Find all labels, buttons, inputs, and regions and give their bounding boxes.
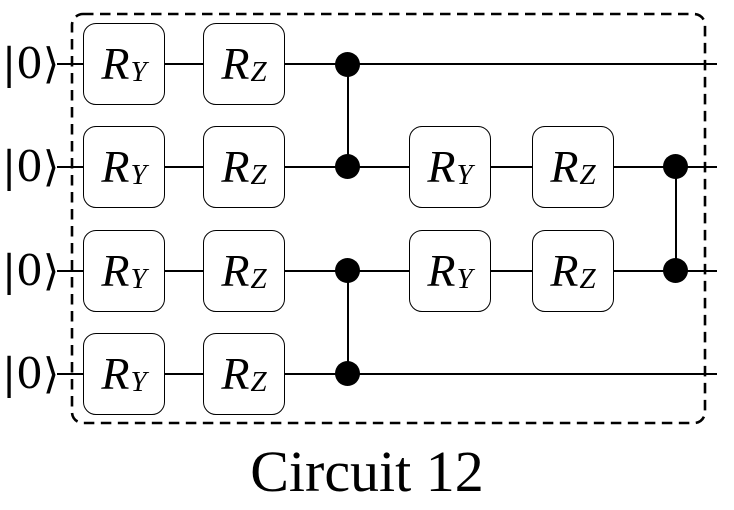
gate-label-subscript: Y — [456, 158, 473, 191]
gate-label-subscript: Y — [456, 262, 473, 295]
gate-label-subscript: Y — [130, 55, 147, 88]
gate-label: R — [221, 348, 250, 399]
gate-label-subscript: Z — [579, 262, 596, 295]
cz-control-dot-2-q1 — [663, 154, 688, 179]
qubit-wire-2 — [57, 270, 717, 272]
gate-label: R — [101, 245, 130, 296]
qubit-ket-label-1: |0⟩ — [2, 142, 60, 191]
cz-control-dot-q0 — [335, 52, 360, 77]
gate-label: R — [101, 141, 130, 192]
gate-label-subscript: Z — [250, 55, 267, 88]
gate-label: R — [550, 245, 579, 296]
qubit-ket-label-0: |0⟩ — [2, 39, 60, 88]
qubit-ket-label-2: |0⟩ — [2, 246, 60, 295]
qubit-ket-label-3: |0⟩ — [2, 349, 60, 398]
cz-control-dot-q1 — [335, 154, 360, 179]
gate-label-subscript: Z — [250, 158, 267, 191]
gate-label: R — [221, 245, 250, 296]
gate-label: R — [550, 141, 579, 192]
gate-label: R — [221, 141, 250, 192]
gate-label-subscript: Z — [250, 262, 267, 295]
qubit-wire-1 — [57, 166, 717, 168]
gate-label: R — [427, 141, 456, 192]
gate-label-subscript: Y — [130, 262, 147, 295]
cz-connector-q2-q3 — [347, 271, 349, 374]
cz-connector-q1-q2 — [675, 167, 677, 271]
cz-control-dot-2-q2 — [663, 258, 688, 283]
circuit-caption: Circuit 12 — [250, 439, 484, 504]
gate-label: R — [101, 38, 130, 89]
gate-label: R — [427, 245, 456, 296]
gate-label: R — [101, 348, 130, 399]
cz-control-dot-q3 — [335, 361, 360, 386]
gate-label: R — [221, 38, 250, 89]
gate-label-subscript: Y — [130, 158, 147, 191]
qubit-wire-0 — [57, 63, 717, 65]
gate-label-subscript: Z — [250, 365, 267, 398]
gate-label-subscript: Z — [579, 158, 596, 191]
gate-label-subscript: Y — [130, 365, 147, 398]
qubit-wire-3 — [57, 373, 717, 375]
cz-connector-q0-q1 — [347, 64, 349, 167]
cz-control-dot-q2 — [335, 258, 360, 283]
